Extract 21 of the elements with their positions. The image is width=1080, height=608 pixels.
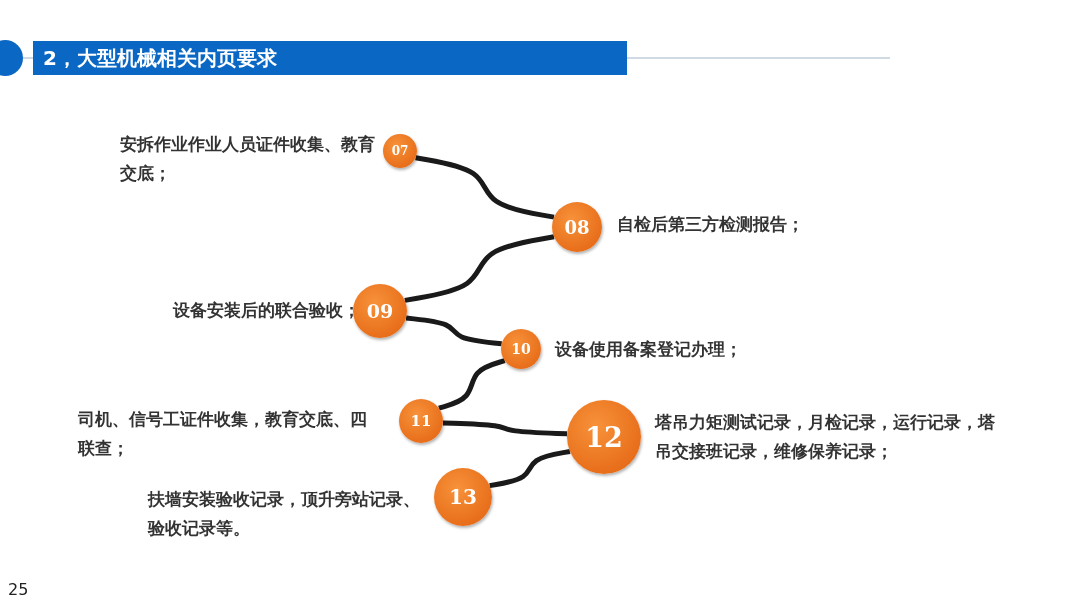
connector	[442, 420, 568, 437]
title-bar: 2，大型机械相关内页要求	[33, 41, 627, 75]
step-description: 塔吊力矩测试记录，月检记录，运行记录，塔吊交接班记录，维修保养记录；	[655, 411, 996, 463]
step-description: 安拆作业作业人员证件收集、教育交底；	[120, 133, 376, 185]
number-circle: 07	[383, 134, 417, 168]
step-description: 司机、信号工证件收集，教育交底、四联查；	[78, 408, 368, 460]
number-circle: 08	[552, 202, 602, 252]
connector	[415, 155, 555, 220]
number-circle: 13	[434, 468, 492, 526]
number-circle: 11	[399, 399, 443, 443]
connector	[404, 234, 555, 303]
step-description: 自检后第三方检测报告；	[617, 213, 805, 236]
step-description: 扶墙安装验收记录，顶升旁站记录、验收记录等。	[148, 488, 421, 540]
step-description: 设备使用备案登记办理；	[555, 338, 743, 361]
number-circle: 12	[567, 400, 641, 474]
number-circle: 10	[501, 329, 541, 369]
connector	[489, 449, 571, 489]
connector	[405, 315, 502, 347]
number-circle: 09	[353, 284, 407, 338]
connector	[438, 358, 506, 411]
page-number: 25	[8, 580, 29, 599]
